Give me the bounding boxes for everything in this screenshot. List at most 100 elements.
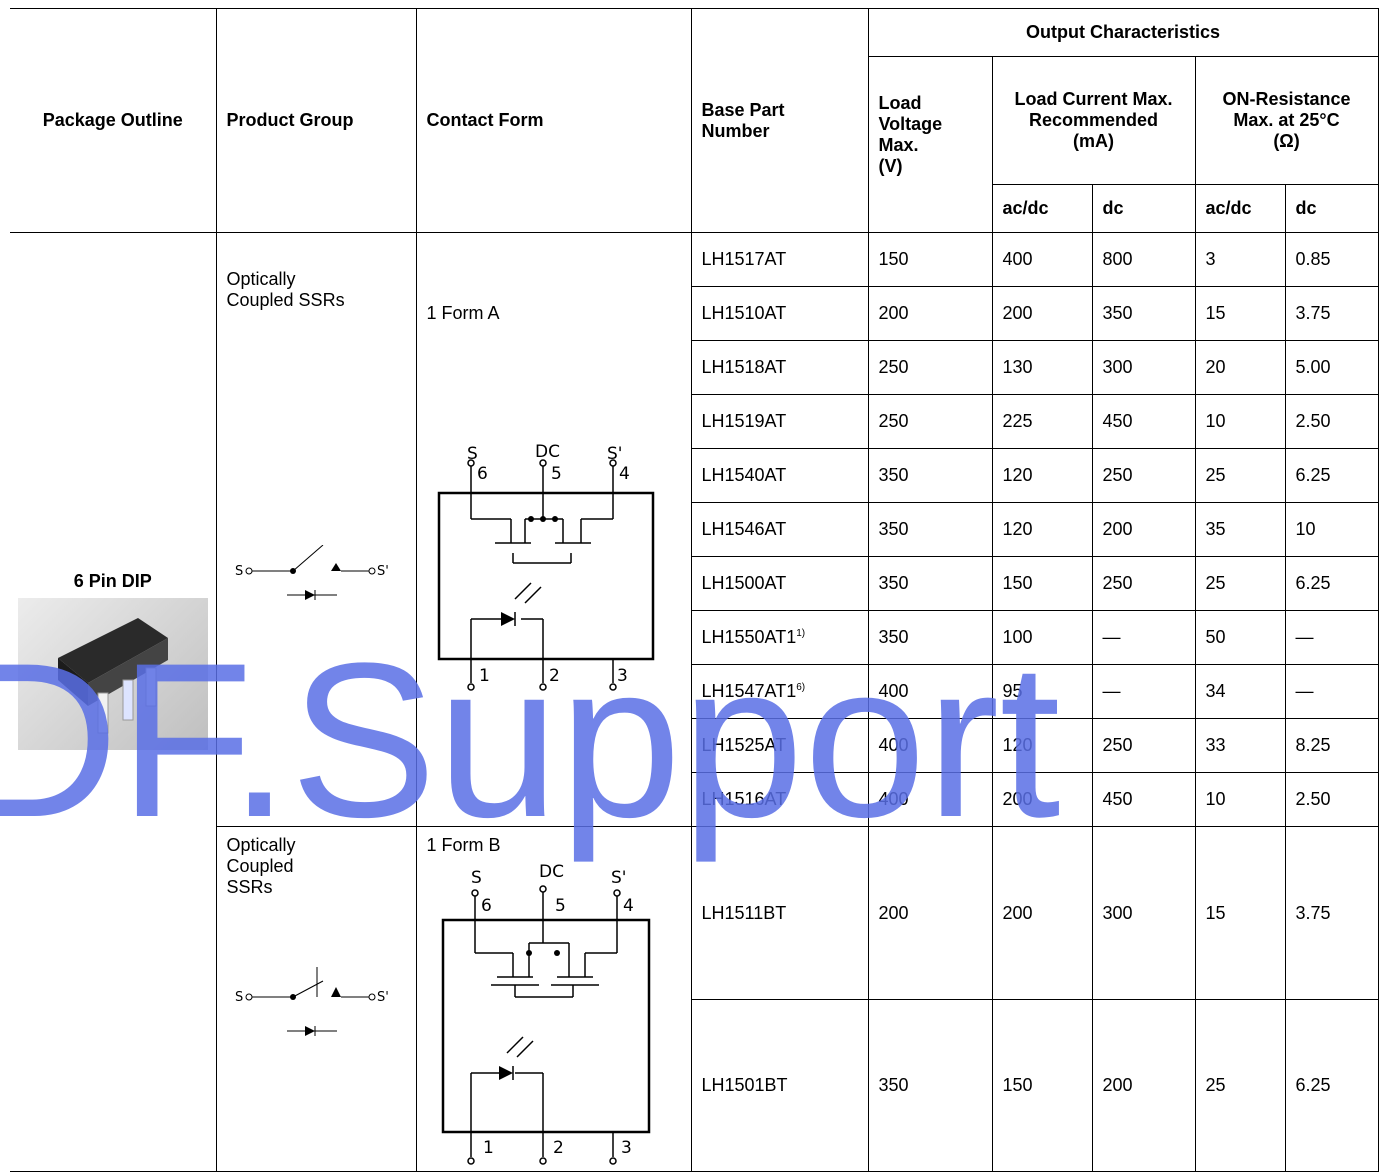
res-dc-cell: 5.00 [1284, 340, 1379, 395]
part-number: LH1517AT [701, 249, 787, 269]
current-acdc-cell: 150 [991, 999, 1093, 1172]
part-cell: LH1517AT [690, 232, 869, 287]
table-row: LH1525AT 400 120 250 33 8.25 [10, 718, 1379, 773]
current-acdc-cell: 200 [991, 826, 1093, 1000]
header-load-current: Load Current Max. Recommended (mA) [991, 56, 1196, 185]
res-acdc-cell: 15 [1194, 286, 1286, 341]
part-number: LH1516AT [701, 789, 787, 809]
circuit-diagram-a: S DC S' 6 5 4 1 2 3 [437, 442, 654, 691]
current-dc-cell: 250 [1091, 448, 1196, 503]
current-dc-cell: 450 [1091, 394, 1196, 449]
res-dc-cell: 3.75 [1284, 826, 1379, 1000]
current-dc-cell: 450 [1091, 772, 1196, 827]
res-acdc-cell: 33 [1194, 718, 1286, 773]
pin2-label: 2 [553, 1138, 564, 1158]
res-acdc-cell: 35 [1194, 502, 1286, 557]
current-acdc-cell: 200 [991, 286, 1093, 341]
table-row: LH1547AT16) 400 95 — 34 — [10, 664, 1379, 719]
header-on-res-l1: ON-Resistance [1222, 89, 1351, 109]
table-row: LH1546AT 350 120 200 35 10 [10, 502, 1379, 557]
package-label: 6 Pin DIP [73, 571, 152, 591]
pin-sp-label: S' [607, 444, 622, 464]
current-acdc-cell: 400 [991, 232, 1093, 287]
contact-b-label: 1 Form B [426, 835, 501, 855]
table-row: LH1550AT11) 350 100 — 50 — [10, 610, 1379, 665]
header-base-part: Base Part Number [690, 8, 869, 233]
header-load-voltage-l2: Voltage [878, 114, 943, 134]
current-dc-cell: — [1091, 610, 1196, 665]
current-acdc-cell: 95 [991, 664, 1093, 719]
voltage-cell: 250 [867, 394, 993, 449]
res-acdc-cell: 25 [1194, 448, 1286, 503]
part-number: LH1518AT [701, 357, 787, 377]
part-cell: LH1511BT [690, 826, 869, 1000]
res-dc-cell: 8.25 [1284, 718, 1379, 773]
pin-sp-label: S' [611, 868, 626, 888]
current-dc-cell: 200 [1091, 502, 1196, 557]
header-on-resistance: ON-Resistance Max. at 25°C (Ω) [1194, 56, 1379, 185]
group-a-line1: Optically [226, 269, 296, 289]
current-dc-cell: 800 [1091, 232, 1196, 287]
res-dc-cell: 2.50 [1284, 772, 1379, 827]
part-cell: LH1518AT [690, 340, 869, 395]
pin5-label: 5 [555, 896, 566, 916]
current-acdc-cell: 120 [991, 718, 1093, 773]
header-load-current-l2: Recommended [1028, 110, 1159, 130]
pin4-label: 4 [619, 464, 630, 484]
header-res-acdc: ac/dc [1194, 184, 1286, 233]
part-cell: LH1519AT [690, 394, 869, 449]
dip-chip-image [57, 618, 168, 734]
res-dc-cell: 6.25 [1284, 448, 1379, 503]
voltage-cell: 400 [867, 718, 993, 773]
pin-s-label: S [467, 444, 478, 464]
voltage-cell: 350 [867, 610, 993, 665]
part-number: LH1546AT [701, 519, 787, 539]
group-a-cell: Optically Coupled SSRs S S' [215, 232, 417, 827]
res-acdc-cell: 20 [1194, 340, 1286, 395]
voltage-cell: 400 [867, 772, 993, 827]
current-dc-cell: 250 [1091, 718, 1196, 773]
res-dc-cell: 10 [1284, 502, 1379, 557]
current-acdc-cell: 120 [991, 502, 1093, 557]
pin-dc-label: DC [539, 863, 564, 882]
table-row: 6 Pin DIP Optically Coupled SSRs S [10, 232, 1379, 1172]
header-on-res-l3: (Ω) [1273, 131, 1300, 151]
res-dc-cell: 6.25 [1284, 556, 1379, 611]
product-table: Package Outline Product Group Contact Fo… [10, 8, 1379, 1172]
current-dc-cell: 300 [1091, 826, 1196, 1000]
group-b-cell: Optically Coupled SSRs S S' [215, 826, 417, 1172]
pin-dc-label: DC [535, 442, 560, 462]
current-acdc-cell: 150 [991, 556, 1093, 611]
part-cell: LH1500AT [690, 556, 869, 611]
pin3-label: 3 [617, 666, 628, 686]
footnote-mark: 1) [796, 628, 806, 639]
pin3-label: 3 [621, 1138, 632, 1158]
res-acdc-cell: 50 [1194, 610, 1286, 665]
header-on-res-l2: Max. at 25°C [1233, 110, 1340, 130]
part-cell: LH1501BT [690, 999, 869, 1172]
package-block: 6 Pin DIP [10, 571, 216, 750]
res-dc-cell: — [1284, 664, 1379, 719]
footnote-mark: 6) [796, 682, 806, 693]
header-load-voltage-l4: (V) [878, 156, 903, 176]
switch-sp-label: S' [377, 564, 389, 579]
header-base-part-line2: Number [701, 120, 770, 141]
pin4-label: 4 [623, 896, 634, 916]
current-dc-cell: 350 [1091, 286, 1196, 341]
current-acdc-cell: 130 [991, 340, 1093, 395]
part-number: LH1519AT [701, 411, 787, 431]
part-cell: LH1510AT [690, 286, 869, 341]
current-dc-cell: 200 [1091, 999, 1196, 1172]
current-acdc-cell: 120 [991, 448, 1093, 503]
res-acdc-cell: 15 [1194, 826, 1286, 1000]
contact-a-label: 1 Form A [426, 303, 500, 323]
package-photo [17, 598, 208, 750]
table-row: LH1518AT 250 130 300 20 5.00 [10, 340, 1379, 395]
part-number: LH1500AT [701, 573, 787, 593]
group-b-line2: Coupled [226, 856, 294, 876]
pin1-label: 1 [479, 666, 490, 686]
current-acdc-cell: 200 [991, 772, 1093, 827]
header-load-voltage-l3: Max. [878, 135, 919, 155]
table-row: LH1519AT 250 225 450 10 2.50 [10, 394, 1379, 449]
pin-s-label: S [471, 868, 482, 888]
